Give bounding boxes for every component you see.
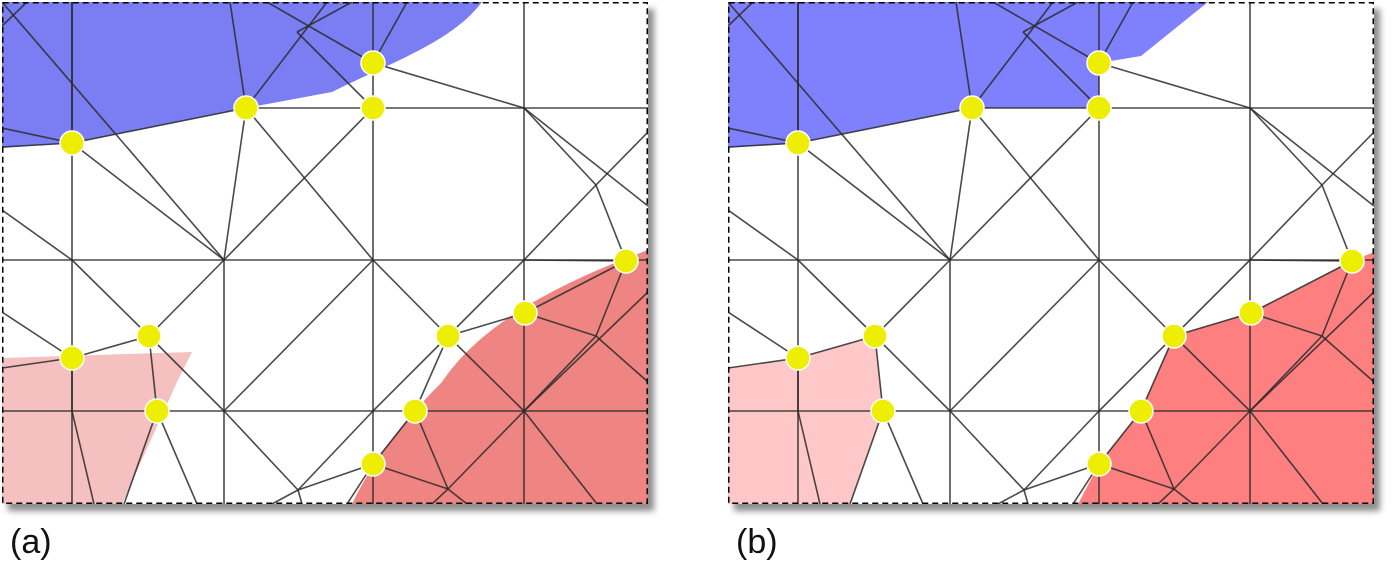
vertex-marker — [1161, 323, 1187, 349]
vertex-marker — [1086, 50, 1112, 76]
vertex-marker — [59, 345, 85, 371]
vertex-marker — [785, 130, 811, 156]
dashed-border — [2, 2, 648, 504]
vertex-marker — [136, 323, 162, 349]
caption-b: (b) — [736, 523, 778, 561]
vertex-marker — [360, 50, 386, 76]
vertex-marker — [360, 451, 386, 477]
panel-b-mesh-diagram — [728, 2, 1374, 504]
vertex-marker — [1086, 95, 1112, 121]
vertex-marker — [959, 95, 985, 121]
mesh-svg-a — [2, 2, 648, 504]
region-fills — [2, 2, 648, 504]
vertex-marker — [785, 345, 811, 371]
caption-a: (a) — [10, 523, 52, 561]
red-region — [352, 250, 648, 504]
vertex-marker — [435, 323, 461, 349]
vertex-marker — [144, 398, 170, 424]
red-region — [1078, 252, 1374, 504]
vertex-marker — [512, 300, 538, 326]
vertex-marker — [1339, 248, 1365, 274]
vertex-marker — [360, 95, 386, 121]
vertex-marker — [59, 130, 85, 156]
mesh-svg-b — [728, 2, 1374, 504]
panel-a-mesh-diagram — [2, 2, 648, 504]
pink-region — [2, 352, 192, 504]
blue-region — [2, 2, 482, 148]
region-fills — [728, 2, 1374, 504]
pink-region — [728, 336, 883, 504]
vertex-marker — [233, 95, 259, 121]
vertex-marker — [1128, 398, 1154, 424]
highlighted-vertices — [785, 50, 1365, 477]
vertex-marker — [1086, 451, 1112, 477]
vertex-marker — [1238, 300, 1264, 326]
vertex-marker — [862, 323, 888, 349]
vertex-marker — [613, 248, 639, 274]
vertex-marker — [402, 398, 428, 424]
vertex-marker — [870, 398, 896, 424]
dashed-border — [728, 2, 1374, 504]
highlighted-vertices — [59, 50, 639, 477]
blue-region — [728, 2, 1208, 148]
